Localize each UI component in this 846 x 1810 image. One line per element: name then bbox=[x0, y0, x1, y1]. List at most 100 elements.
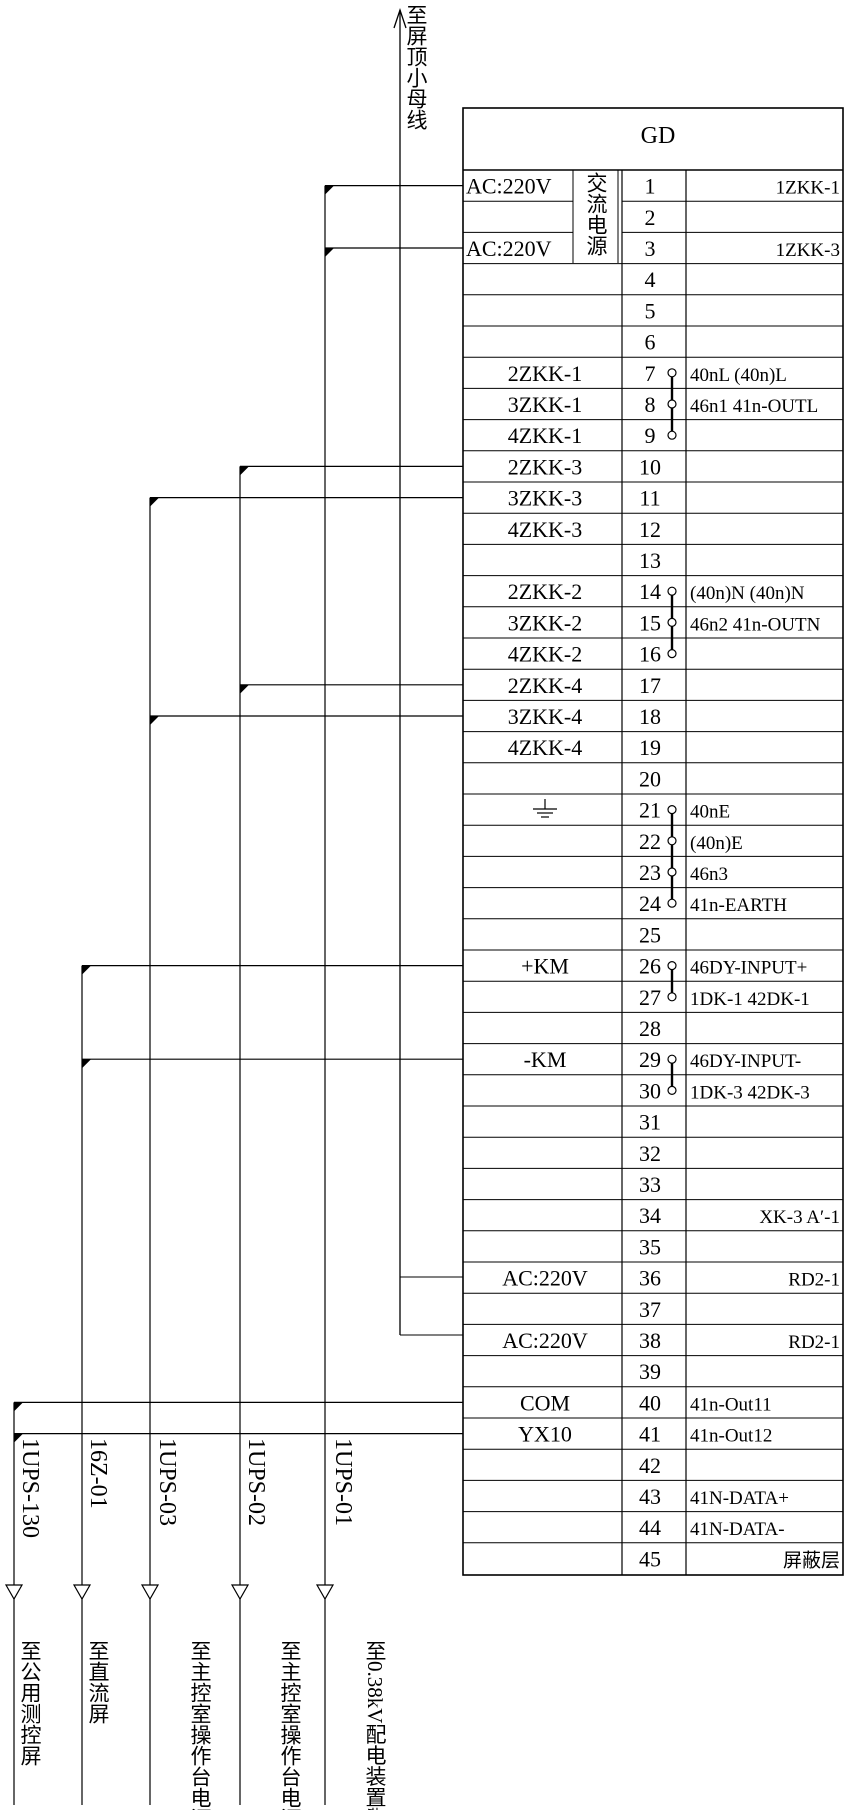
tap-marker-icon bbox=[82, 1059, 91, 1069]
terminal-number: 15 bbox=[639, 610, 661, 635]
terminal-number: 32 bbox=[639, 1141, 661, 1166]
tap-marker-icon bbox=[14, 1402, 23, 1412]
terminal-right-label: 1DK-1 42DK-1 bbox=[690, 989, 810, 1010]
terminal-right-label: (40n)N (40n)N bbox=[690, 583, 805, 604]
terminal-row: 27 1DK-1 42DK-1 bbox=[463, 985, 843, 1013]
cable-id-1ups-01: 1UPS-01 bbox=[330, 1438, 356, 1526]
cable-dest-1ups-03: 至主控室操作台电源插座1 bbox=[188, 1640, 212, 1810]
terminal-number: 20 bbox=[639, 766, 661, 791]
top-busbar-label: 至屏顶小母线 bbox=[404, 4, 428, 130]
terminal-left-label: 3ZKK-2 bbox=[508, 610, 583, 635]
terminal-right-label: 1ZKK-3 bbox=[776, 240, 840, 261]
terminal-row: 20 bbox=[463, 766, 843, 795]
terminal-number: 34 bbox=[639, 1203, 661, 1228]
terminal-row: 39 bbox=[463, 1359, 843, 1388]
terminal-row: 15 3ZKK-2 46n2 41n-OUTN bbox=[463, 610, 843, 639]
terminal-left-label: 2ZKK-2 bbox=[508, 579, 583, 604]
terminal-row: 32 bbox=[463, 1141, 843, 1169]
cable-end-triangle-icon bbox=[230, 1584, 250, 1601]
tap-marker-icon bbox=[150, 497, 159, 507]
terminal-row: 3 AC:220V 1ZKK-3 bbox=[463, 236, 843, 265]
terminal-number: 3 bbox=[645, 236, 656, 261]
terminal-block bbox=[462, 107, 844, 1576]
terminal-right-label: 46n2 41n-OUTN bbox=[690, 614, 821, 635]
terminal-number: 17 bbox=[639, 673, 661, 698]
terminal-right-label: 46n1 41n-OUTL bbox=[690, 396, 818, 417]
terminal-left-label: AC:220V bbox=[466, 236, 552, 261]
ac-supply-label: 交流电源 bbox=[584, 172, 608, 256]
terminal-right-label: 46n3 bbox=[690, 864, 728, 885]
terminal-right-label: 40nE bbox=[690, 802, 730, 823]
tap-marker-icon bbox=[325, 248, 334, 257]
cable-id-1ups-03: 1UPS-03 bbox=[154, 1438, 180, 1526]
terminal-number: 28 bbox=[639, 1016, 661, 1041]
terminal-number: 21 bbox=[639, 798, 661, 823]
terminal-left-label: 4ZKK-3 bbox=[508, 517, 583, 542]
terminal-row: 2 bbox=[463, 205, 843, 233]
terminal-number: 33 bbox=[639, 1172, 661, 1197]
tap-marker-icon bbox=[82, 965, 91, 975]
terminal-row: 42 bbox=[463, 1453, 843, 1481]
cable-id-16z-01: 16Z-01 bbox=[85, 1438, 111, 1509]
tap-marker-icon bbox=[150, 716, 159, 725]
cable-end-triangle-icon bbox=[4, 1584, 24, 1601]
terminal-right-label: 1ZKK-1 bbox=[776, 178, 840, 199]
terminal-row: 4 bbox=[463, 267, 843, 296]
terminal-left-label: 4ZKK-4 bbox=[508, 735, 583, 760]
terminal-right-label: (40n)E bbox=[690, 833, 743, 854]
cable-id-1ups-130: 1UPS-130 bbox=[17, 1438, 43, 1538]
terminal-number: 38 bbox=[639, 1328, 661, 1353]
cable-end-triangle-icon bbox=[140, 1584, 160, 1601]
terminal-number: 27 bbox=[639, 985, 661, 1010]
terminal-left-label: COM bbox=[520, 1390, 570, 1415]
terminal-right-label: 41N-DATA+ bbox=[690, 1488, 789, 1509]
terminal-number: 11 bbox=[639, 486, 660, 511]
terminal-row: 23 46n3 bbox=[463, 860, 843, 889]
terminal-right-label: 41n-EARTH bbox=[690, 895, 787, 916]
terminal-right-label: RD2-1 bbox=[788, 1270, 840, 1291]
tap-marker-icon bbox=[325, 185, 334, 195]
terminal-left-label: AC:220V bbox=[502, 1266, 588, 1291]
terminal-block-title: GD bbox=[641, 123, 676, 149]
terminal-row: 13 bbox=[463, 548, 843, 577]
cable-id-1ups-02: 1UPS-02 bbox=[243, 1438, 269, 1526]
terminal-left-label: 2ZKK-1 bbox=[508, 361, 583, 386]
cable-end-triangle-icon bbox=[315, 1584, 335, 1601]
cable-dest-1ups-130: 至公用测控屏 bbox=[18, 1640, 42, 1766]
terminal-left-label: -KM bbox=[524, 1047, 567, 1072]
ground-icon bbox=[533, 799, 557, 818]
terminal-number: 16 bbox=[639, 642, 661, 667]
terminal-row: 33 bbox=[463, 1172, 843, 1201]
terminal-number: 23 bbox=[639, 860, 661, 885]
terminal-left-label: 3ZKK-1 bbox=[508, 392, 583, 417]
terminal-right-label: RD2-1 bbox=[788, 1332, 840, 1353]
terminal-right-label: 41n-Out11 bbox=[690, 1394, 772, 1415]
terminal-number: 39 bbox=[639, 1359, 661, 1384]
terminal-number: 14 bbox=[639, 579, 661, 604]
terminal-number: 36 bbox=[639, 1266, 661, 1291]
terminal-left-label: 2ZKK-3 bbox=[508, 454, 583, 479]
terminal-number: 18 bbox=[639, 704, 661, 729]
terminal-number: 7 bbox=[645, 361, 656, 386]
terminal-row: 28 bbox=[463, 1016, 843, 1045]
terminal-number: 26 bbox=[639, 954, 661, 979]
terminal-row: 37 bbox=[463, 1297, 843, 1325]
